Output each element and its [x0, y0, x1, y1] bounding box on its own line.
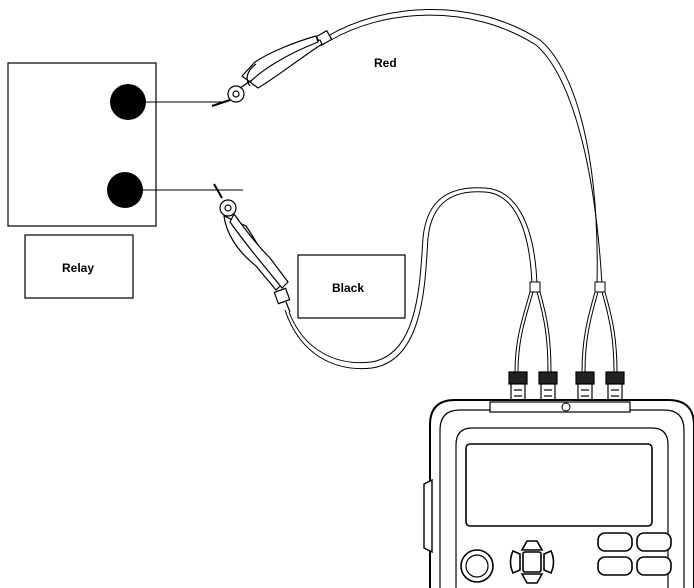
- red-test-lead: [327, 9, 618, 373]
- relay-terminal-top-icon: [110, 84, 146, 120]
- relay-block: [7, 62, 243, 299]
- black-test-lead: [284, 187, 552, 373]
- black-label-box: [297, 254, 406, 319]
- multimeter-device-icon: [423, 371, 694, 588]
- black-lead-splitter: [529, 281, 541, 293]
- black-lead-label: Black: [332, 281, 365, 295]
- lcd-screen: [465, 443, 653, 527]
- dpad-buttons[interactable]: [509, 540, 555, 584]
- relay-terminal-bottom-icon: [107, 172, 143, 208]
- black-clip-icon: [213, 183, 291, 313]
- red-lead-splitter: [594, 281, 606, 293]
- relay-label: Relay: [62, 261, 95, 275]
- function-keys[interactable]: [597, 532, 672, 576]
- red-lead-label: Red: [374, 56, 397, 70]
- red-clip-icon: [211, 29, 333, 107]
- relay-label-box: [24, 234, 134, 299]
